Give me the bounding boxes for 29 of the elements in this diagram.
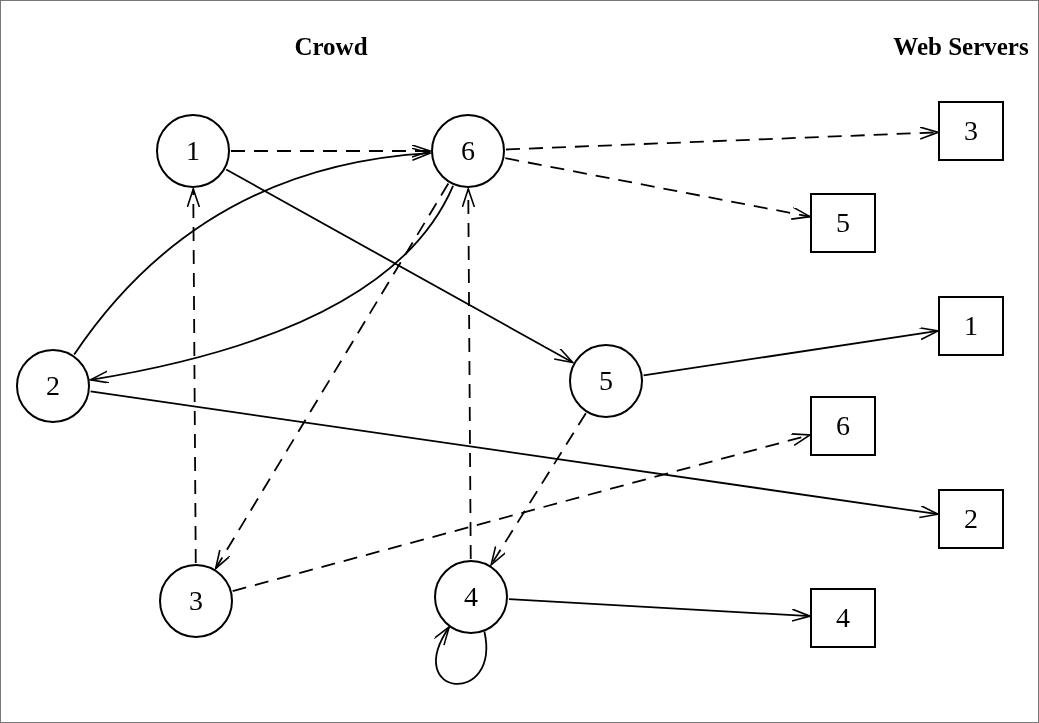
arrow bbox=[214, 182, 450, 570]
arrow bbox=[505, 126, 939, 151]
arrow bbox=[89, 390, 939, 519]
arrow bbox=[504, 157, 811, 220]
arrow bbox=[461, 188, 476, 560]
web-server-box: 4 bbox=[810, 588, 876, 648]
crowd-node-circle: 2 bbox=[16, 349, 90, 423]
web-server-box: 2 bbox=[938, 489, 1004, 549]
arrow bbox=[225, 168, 574, 364]
column-heading: Crowd bbox=[294, 33, 368, 61]
web-server-box: 5 bbox=[810, 193, 876, 253]
arrow bbox=[186, 188, 201, 564]
web-server-box: 3 bbox=[938, 101, 1004, 161]
arrow bbox=[231, 433, 811, 592]
crowd-node-circle: 3 bbox=[159, 564, 233, 638]
arrow bbox=[434, 626, 488, 685]
crowd-node-circle: 1 bbox=[156, 114, 230, 188]
web-server-box: 1 bbox=[938, 296, 1004, 356]
arrow bbox=[230, 144, 431, 158]
arrow bbox=[73, 147, 431, 356]
web-server-box: 6 bbox=[810, 396, 876, 456]
arrow bbox=[508, 598, 811, 622]
crowd-node-circle: 5 bbox=[569, 344, 643, 418]
column-heading: Web Servers bbox=[893, 33, 1029, 61]
crowd-node-circle: 6 bbox=[431, 114, 505, 188]
crowd-node-circle: 4 bbox=[434, 560, 508, 634]
arrow bbox=[642, 326, 939, 377]
arrow bbox=[89, 185, 454, 384]
arrow bbox=[490, 412, 587, 566]
